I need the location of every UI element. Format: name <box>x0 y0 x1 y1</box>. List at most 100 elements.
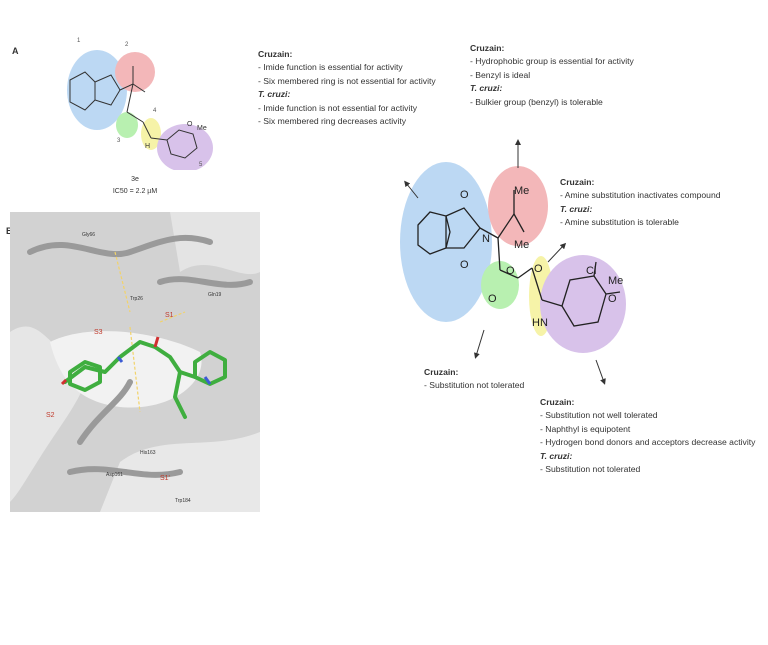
note-header: Cruzain: <box>560 177 595 187</box>
ligand-nitrogen <box>203 376 212 385</box>
ligand-ring <box>68 360 102 392</box>
note-line: - Hydrophobic group is essential for act… <box>470 56 634 67</box>
atom-label: O <box>460 189 469 201</box>
ligand-oxygen <box>153 336 160 348</box>
residue-label: His163 <box>140 450 156 456</box>
residue-label: Trp26 <box>130 296 143 302</box>
note-header: T. cruzi: <box>540 450 573 461</box>
protein-ribbon <box>157 276 253 288</box>
note-line: - Substitution not tolerated <box>424 380 525 391</box>
protein-surface <box>170 212 260 275</box>
atom-label: O <box>506 265 515 277</box>
bond <box>499 269 519 279</box>
arrow-amide <box>547 242 567 263</box>
panel-a-methoxy: Me <box>197 125 207 132</box>
panel-a-bond <box>119 83 134 91</box>
panel-a-bond <box>142 121 152 139</box>
bond <box>593 261 597 277</box>
pocket-label: S3 <box>94 329 103 336</box>
note-line: - Imide function is essential for activi… <box>258 62 403 73</box>
bond <box>531 267 543 301</box>
atom-label: O <box>460 259 469 271</box>
hbond <box>114 251 131 313</box>
residue-label: Gly66 <box>82 232 95 238</box>
cyclohexene-ring <box>417 211 451 255</box>
note-line: - Substitution not well tolerated <box>540 410 658 421</box>
protein-ribbon <box>77 379 133 445</box>
ligand-oxygen <box>60 378 68 386</box>
atom-label: O <box>608 293 617 305</box>
note-line: - Amine substitution inactivates compoun… <box>560 190 721 201</box>
note-header: T. cruzi: <box>470 83 503 94</box>
note-hydrophobic: Cruzain: - Hydrophobic group is essentia… <box>470 42 634 109</box>
arrow-aryl <box>595 359 606 385</box>
atom-label: O <box>534 263 543 275</box>
note-amide: Cruzain: - Amine substitution inactivate… <box>560 176 721 230</box>
atom-label: HN <box>532 317 548 329</box>
panel-a-bond <box>126 111 144 123</box>
panel-a-bond <box>150 137 168 141</box>
compound-id: 3e <box>131 176 139 183</box>
note-imide: Cruzain: - Imide function is essential f… <box>258 48 436 128</box>
panel-a-region-number: 5 <box>199 162 203 168</box>
ligand-nitrogen <box>116 356 124 363</box>
hbond <box>129 326 141 413</box>
note-line: - Hydrogen bond donors and acceptors dec… <box>540 437 756 448</box>
residue-label: Trp184 <box>175 498 191 504</box>
residue-label: Gln19 <box>208 292 222 298</box>
note-header: Cruzain: <box>424 367 459 377</box>
hydrophobic-highlight <box>488 166 548 246</box>
panel-a-bond <box>126 83 134 113</box>
docking-view: Gly66 Trp26 Gln19 His163 Asp161 Trp184 S… <box>10 212 260 512</box>
ic50-value: IC50 = 2.2 µM <box>112 188 158 195</box>
panel-a-label: A <box>12 46 19 56</box>
panel-b-label: B <box>6 226 13 236</box>
imide-ring <box>445 207 481 249</box>
panel-a-imide-ring <box>94 74 121 106</box>
protein-ribbon <box>27 234 213 258</box>
panel-a-bond <box>132 83 146 93</box>
bond <box>479 227 499 239</box>
panel-a-aryl-ring <box>166 129 198 159</box>
note-line: - Six membered ring decreases activity <box>258 116 407 127</box>
note-line: - Amine substitution is tolerable <box>560 217 679 228</box>
bond <box>517 267 533 279</box>
arrow-ester <box>474 329 485 359</box>
note-line: - Imide function is not essential for ac… <box>258 102 418 113</box>
atom-label: Cl <box>586 265 596 277</box>
panel-a-oxygen: O <box>187 121 193 128</box>
panel-a-amide-highlight <box>141 118 161 150</box>
panel-a-nh: H <box>145 143 150 150</box>
ester-highlight <box>481 261 519 309</box>
panel-a-imide-highlight <box>67 50 127 130</box>
panel-a-region-number: 4 <box>153 108 157 114</box>
arrow-imide <box>404 180 419 199</box>
note-line: - Substitution not tolerated <box>540 464 641 475</box>
residue-label: Asp161 <box>106 472 123 478</box>
note-aryl: Cruzain: - Substitution not well tolerat… <box>540 396 755 476</box>
panel-a-hydrophobic-highlight <box>115 52 155 92</box>
atom-label: Me <box>608 275 623 287</box>
ligand <box>173 370 187 419</box>
note-line: - Benzyl is ideal <box>470 69 531 80</box>
bond <box>497 213 515 239</box>
pocket-label: S2 <box>46 412 55 419</box>
atom-label: Me <box>514 185 529 197</box>
bond <box>513 213 525 233</box>
ligand <box>63 340 197 384</box>
atom-label: N <box>482 233 490 245</box>
protein-ribbon <box>67 466 183 478</box>
panel-a-structure: Me O H 1 2 3 4 5 <box>67 38 213 170</box>
pocket-label: S1' <box>160 475 170 482</box>
note-header: Cruzain: <box>470 43 505 53</box>
panel-a-ester-highlight <box>116 112 138 138</box>
panel-a-region-number: 2 <box>125 42 129 48</box>
note-header: T. cruzi: <box>258 89 291 100</box>
panel-a-region-number: 3 <box>117 138 121 144</box>
note-header: Cruzain: <box>258 49 293 59</box>
panel-a-region-number: 1 <box>77 38 81 44</box>
bond <box>541 299 563 307</box>
hbond <box>159 311 186 323</box>
panel-a-aryl-highlight <box>157 124 213 170</box>
